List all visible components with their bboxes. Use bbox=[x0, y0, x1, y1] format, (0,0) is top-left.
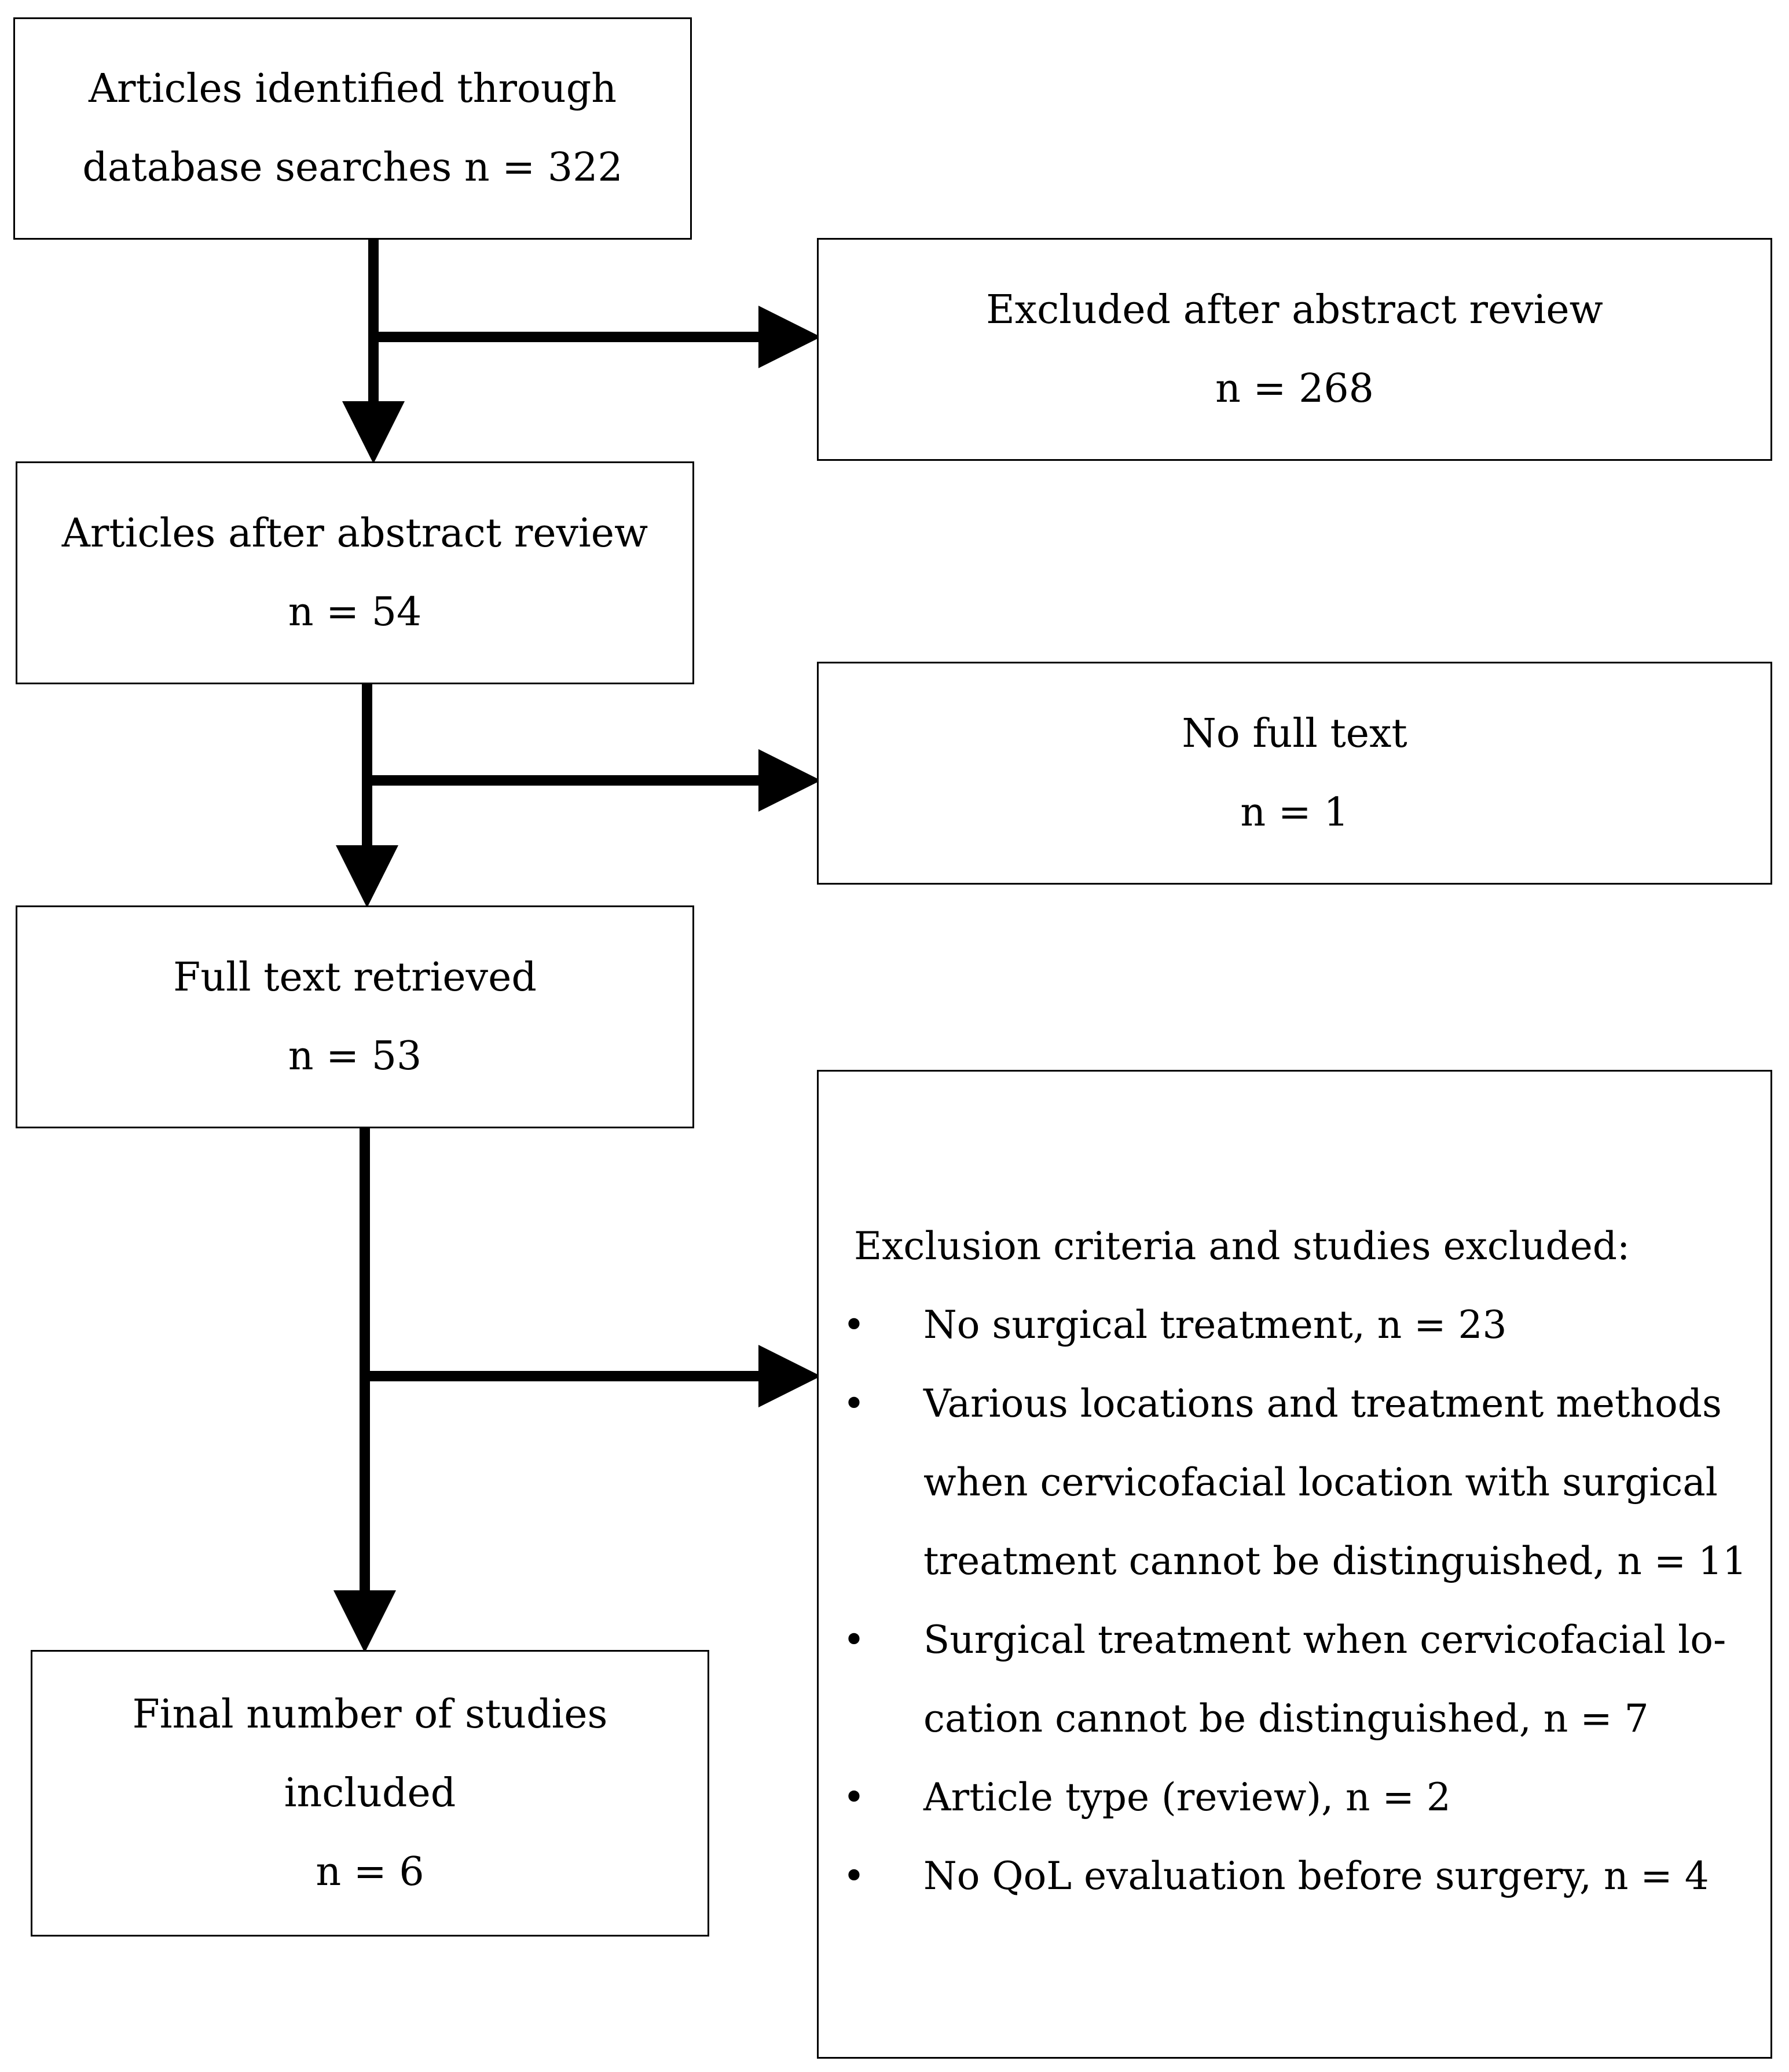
exclusion-item: • No surgical treatment, n = 23 bbox=[811, 1286, 1747, 1365]
exclusion-item: • No QoL evaluation before surgery, n = … bbox=[811, 1837, 1747, 1916]
exclusion-item: • Article type (review), n = 2 bbox=[811, 1758, 1747, 1837]
box-after-abstract-line: n = 54 bbox=[288, 589, 422, 635]
box-final-line: Final number of studies bbox=[132, 1691, 608, 1737]
box-no-full-text: No full text n = 1 bbox=[817, 662, 1772, 885]
box-excluded-abstract-line: Excluded after abstract review bbox=[986, 287, 1603, 333]
bullet-icon: • bbox=[842, 1303, 866, 1347]
bullet-icon: • bbox=[842, 1618, 866, 1662]
exclusion-item-line: Article type (review), n = 2 bbox=[923, 1775, 1451, 1820]
exclusion-item: • Various locations and treatment method… bbox=[811, 1365, 1747, 1601]
exclusion-item-line: No QoL evaluation before surgery, n = 4 bbox=[923, 1854, 1709, 1898]
box-articles-after-abstract: Articles after abstract review n = 54 bbox=[16, 461, 694, 684]
exclusion-item-line: Surgical treatment when cervicofacial lo… bbox=[923, 1618, 1726, 1662]
bullet-icon: • bbox=[842, 1854, 866, 1898]
box-excluded-after-abstract: Excluded after abstract review n = 268 bbox=[817, 238, 1772, 461]
exclusion-item-line: cation cannot be distinguished, n = 7 bbox=[923, 1696, 1649, 1741]
box-exclusion-criteria bbox=[817, 1070, 1772, 2059]
exclusion-list: • No surgical treatment, n = 23 • Variou… bbox=[811, 1286, 1747, 1916]
box-identified-line: Articles identified through bbox=[88, 66, 617, 112]
box-full-text-line: n = 53 bbox=[288, 1033, 422, 1079]
exclusion-item-line: Various locations and treatment methods bbox=[923, 1381, 1722, 1426]
box-articles-identified: Articles identified through database sea… bbox=[13, 17, 692, 240]
exclusion-heading: Exclusion criteria and studies excluded: bbox=[854, 1224, 1630, 1268]
bullet-icon: • bbox=[842, 1775, 866, 1820]
box-final-studies: Final number of studies included n = 6 bbox=[31, 1650, 709, 1937]
box-full-text-retrieved: Full text retrieved n = 53 bbox=[16, 905, 694, 1128]
bullet-icon: • bbox=[842, 1381, 866, 1426]
box-full-text-line: Full text retrieved bbox=[173, 954, 537, 1000]
box-no-full-text-line: No full text bbox=[1182, 710, 1407, 757]
box-after-abstract-line: Articles after abstract review bbox=[61, 510, 648, 556]
exclusion-item: • Surgical treatment when cervicofacial … bbox=[811, 1601, 1747, 1758]
box-excluded-abstract-line: n = 268 bbox=[1215, 365, 1374, 412]
box-identified-line: database searches n = 322 bbox=[82, 145, 623, 190]
exclusion-item-line: when cervicofacial location with surgica… bbox=[923, 1460, 1718, 1505]
exclusion-item-line: No surgical treatment, n = 23 bbox=[923, 1303, 1507, 1347]
box-final-line: n = 6 bbox=[316, 1849, 424, 1895]
box-final-line: included bbox=[284, 1770, 456, 1816]
exclusion-item-line: treatment cannot be distinguished, n = 1… bbox=[923, 1539, 1747, 1583]
box-no-full-text-line: n = 1 bbox=[1240, 789, 1349, 835]
